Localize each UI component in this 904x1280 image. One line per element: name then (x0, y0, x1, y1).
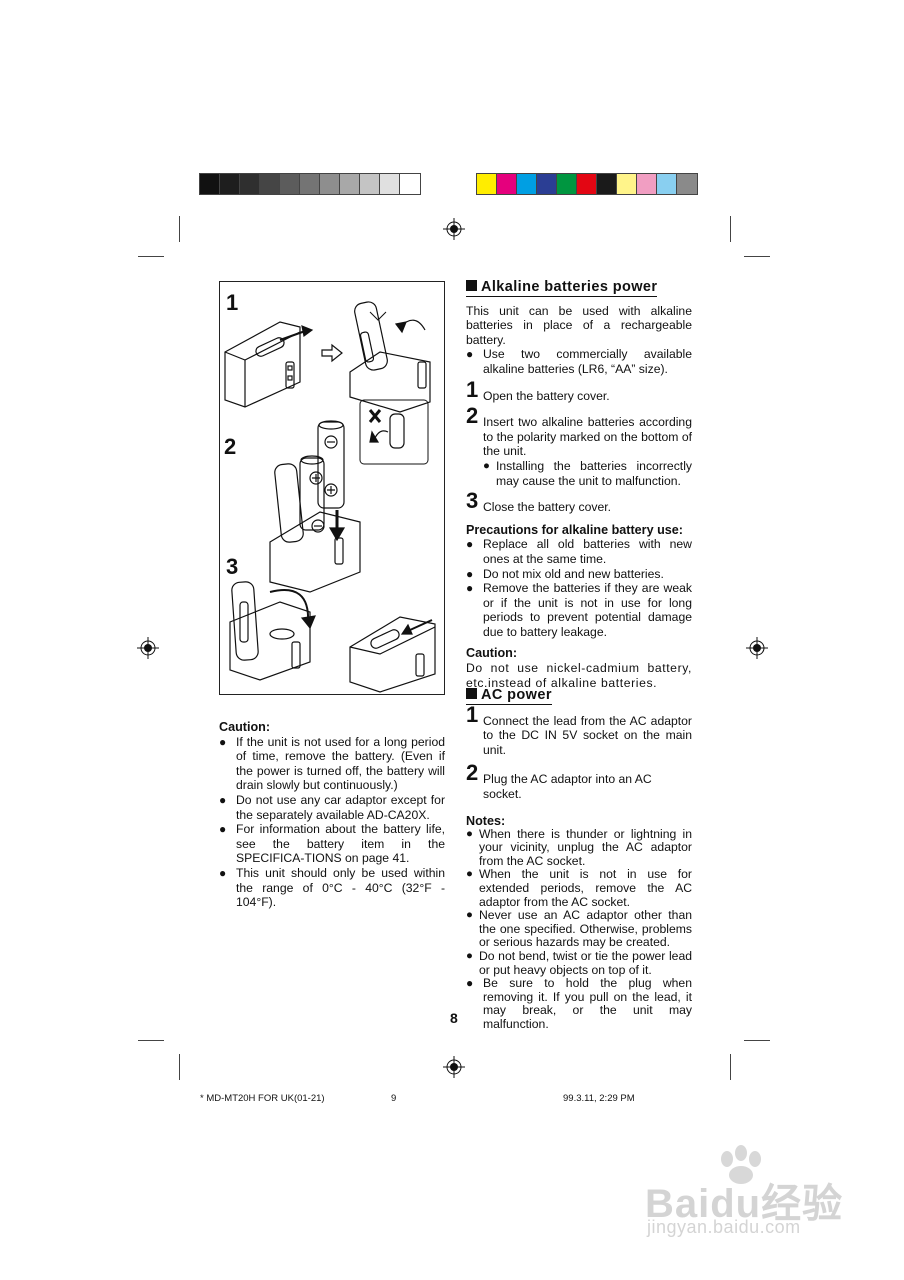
step-sub-bullet: Installing the batteries incorrectly may… (483, 459, 692, 488)
alkaline-section: Alkaline batteries power This unit can b… (466, 280, 692, 690)
caution-item: If the unit is not used for a long perio… (219, 735, 445, 793)
step-text: Plug the AC adaptor into an AC socket. (483, 772, 652, 801)
gray-swatch (220, 174, 240, 194)
note-item: When there is thunder or lightning in yo… (466, 827, 692, 869)
note-item: Never use an AC adaptor other than the o… (466, 908, 692, 950)
alkaline-bullet: Use two commercially available alkaline … (466, 347, 692, 376)
color-swatch (577, 174, 597, 194)
gray-swatch (200, 174, 220, 194)
color-swatch (477, 174, 497, 194)
note-item: When the unit is not in use for extended… (466, 868, 692, 909)
note-item: Do not bend, twist or tie the power lead… (466, 949, 692, 977)
figure-step-number: 2 (224, 434, 237, 459)
step-text: Close the battery cover. (483, 500, 612, 515)
precautions-title: Precautions for alkaline battery use: (466, 522, 683, 537)
color-swatch (657, 174, 677, 194)
gray-swatch (380, 174, 400, 194)
caution-item: This unit should only be used within the… (219, 866, 445, 910)
alkaline-caution-text: Do not use nickel-cadmium battery, etc.i… (466, 661, 692, 690)
alkaline-step-2: 2 Insert two alkaline batteries accordin… (466, 405, 692, 488)
watermark-url: jingyan.baidu.com (647, 1217, 801, 1237)
caution-item: For information about the battery life, … (219, 822, 445, 866)
baidu-watermark: Baidu经验 jingyan.baidu.com (645, 1145, 865, 1245)
color-swatch (557, 174, 577, 194)
crop-mark (138, 256, 164, 257)
battery-illustration: 1 2 3 (219, 281, 445, 695)
gray-swatch (320, 174, 340, 194)
caution-item: Do not use any car adaptor except for th… (219, 793, 445, 822)
footer-left: * MD-MT20H FOR UK(01-21) (200, 1093, 325, 1104)
ac-step-2: 2 Plug the AC adaptor into an AC socket. (466, 762, 692, 801)
caution-title: Caution: (219, 720, 271, 734)
watermark-logo: Baidu经验 (645, 1182, 844, 1226)
gray-swatch (340, 174, 360, 194)
step-number: 1 (466, 376, 479, 402)
alkaline-heading-text: Alkaline batteries power (481, 279, 658, 295)
precaution-item: Do not mix old and new batteries. (466, 567, 692, 582)
registration-mark-icon (443, 1056, 465, 1078)
ac-step-1: 1 Connect the lead from the AC adaptor t… (466, 703, 692, 758)
registration-mark-icon (746, 637, 768, 659)
device-drawing (224, 301, 436, 693)
registration-mark-icon (137, 637, 159, 659)
footer-center: 9 (391, 1093, 397, 1104)
color-calibration-bar (476, 173, 698, 195)
grayscale-calibration-bar (199, 173, 421, 195)
alkaline-heading: Alkaline batteries power (466, 280, 692, 297)
gray-swatch (280, 174, 300, 194)
step-text: Open the battery cover. (483, 388, 610, 403)
note-item: Be sure to hold the plug when removing i… (466, 976, 692, 1031)
precaution-item: Remove the batteries if they are weak or… (466, 581, 692, 639)
left-caution-section: Caution: If the unit is not used for a l… (219, 720, 445, 910)
ac-heading-text: AC power (481, 687, 552, 703)
page-number: 8 (450, 1010, 458, 1026)
crop-mark (138, 1040, 164, 1041)
notes-title: Notes: (466, 813, 506, 828)
color-swatch (637, 174, 657, 194)
crop-mark (179, 216, 180, 242)
gray-swatch (260, 174, 280, 194)
square-bullet-icon (466, 688, 477, 699)
step-text: Insert two alkaline batteries according … (483, 415, 692, 459)
precaution-item: Replace all old batteries with new ones … (466, 537, 692, 566)
gray-swatch (240, 174, 260, 194)
color-swatch (597, 174, 617, 194)
gray-swatch (400, 174, 420, 194)
step-number: 1 (466, 701, 479, 727)
footer-right: 99.3.11, 2:29 PM (563, 1093, 635, 1104)
alkaline-step-3: 3 Close the battery cover. (466, 490, 692, 515)
alkaline-intro: This unit can be used with alkaline batt… (466, 303, 692, 347)
crop-mark (744, 256, 770, 257)
alkaline-caution-title: Caution: (466, 646, 518, 661)
ac-heading: AC power (466, 688, 692, 705)
step-text: Connect the lead from the AC adaptor to … (483, 713, 692, 757)
color-swatch (517, 174, 537, 194)
crop-mark (730, 216, 731, 242)
step-number: 2 (466, 403, 479, 429)
paw-icon (721, 1145, 761, 1184)
crop-mark (744, 1040, 770, 1041)
crop-mark (730, 1054, 731, 1080)
crop-mark (179, 1054, 180, 1080)
color-swatch (497, 174, 517, 194)
color-swatch (677, 174, 697, 194)
gray-swatch (360, 174, 380, 194)
alkaline-step-1: 1 Open the battery cover. (466, 378, 692, 404)
figure-step-number: 3 (226, 554, 239, 579)
ac-power-section: AC power 1 Connect the lead from the AC … (466, 688, 692, 1031)
registration-mark-icon (443, 218, 465, 240)
gray-swatch (300, 174, 320, 194)
figure-step-number: 1 (226, 290, 239, 315)
step-number: 3 (466, 488, 479, 514)
color-swatch (537, 174, 557, 194)
step-number: 2 (466, 760, 479, 786)
color-swatch (617, 174, 637, 194)
square-bullet-icon (466, 280, 477, 291)
